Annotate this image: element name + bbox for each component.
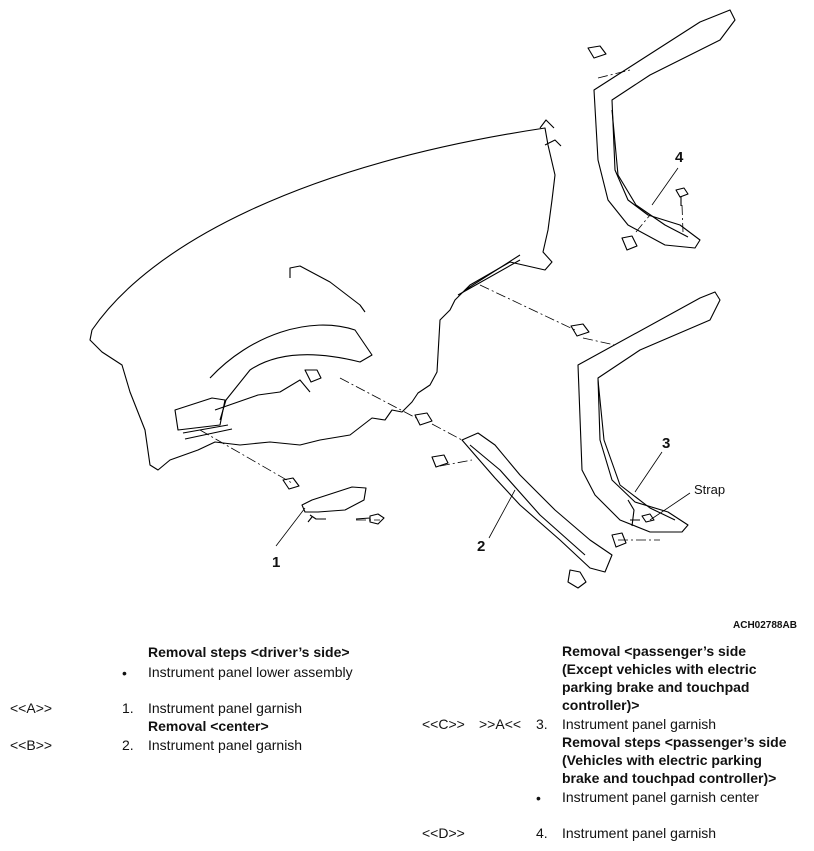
passenger-heading-line4: controller)> [562,697,640,713]
passenger-steps-heading-line3: brake and touchpad controller)> [562,770,777,786]
step3-ref2: >>A<< [479,716,522,732]
step2-num: 2. [122,737,134,753]
step1-ref: <<A>> [10,700,53,716]
step3-ref1: <<C>> [422,716,465,732]
passenger-steps-heading-line2: (Vehicles with electric parking [562,752,762,768]
callout-1: 1 [272,554,281,571]
callout-2: 2 [477,538,486,555]
passenger-steps-heading-line1: Removal steps <passenger’s side [562,734,787,750]
step2-ref: <<B>> [10,737,53,753]
bullet-glyph: • [122,665,127,681]
passenger-heading-line2: (Except vehicles with electric [562,661,757,677]
garnish-center-item: Instrument panel garnish center [562,789,759,805]
step3-num: 3. [536,716,548,732]
step3-text: Instrument panel garnish [562,716,717,732]
strap-label: Strap [694,482,726,497]
lower-assembly-item: Instrument panel lower assembly [148,664,353,680]
callout-3: 3 [662,435,671,452]
driver-side-heading: Removal steps <driver’s side> [148,644,350,660]
bullet-glyph-2: • [536,790,541,806]
garnish-part-1 [301,486,367,513]
step1-text: Instrument panel garnish [148,700,303,716]
garnish-part-3 [577,291,721,533]
center-heading: Removal <center> [148,718,269,734]
garnish-part-4 [593,9,736,249]
garnish-part-2 [461,432,613,573]
passenger-heading-line1: Removal <passenger’s side [562,643,747,659]
callout-4: 4 [675,149,684,166]
step4-ref: <<D>> [422,825,465,841]
exploded-view-diagram [89,9,736,589]
instrument-panel-body [89,127,556,471]
step4-num: 4. [536,825,548,841]
step4-text: Instrument panel garnish [562,825,717,841]
step2-text: Instrument panel garnish [148,737,303,753]
figure-code: ACH02788AB [733,620,797,631]
step1-num: 1. [122,700,134,716]
passenger-heading-line3: parking brake and touchpad [562,679,750,695]
